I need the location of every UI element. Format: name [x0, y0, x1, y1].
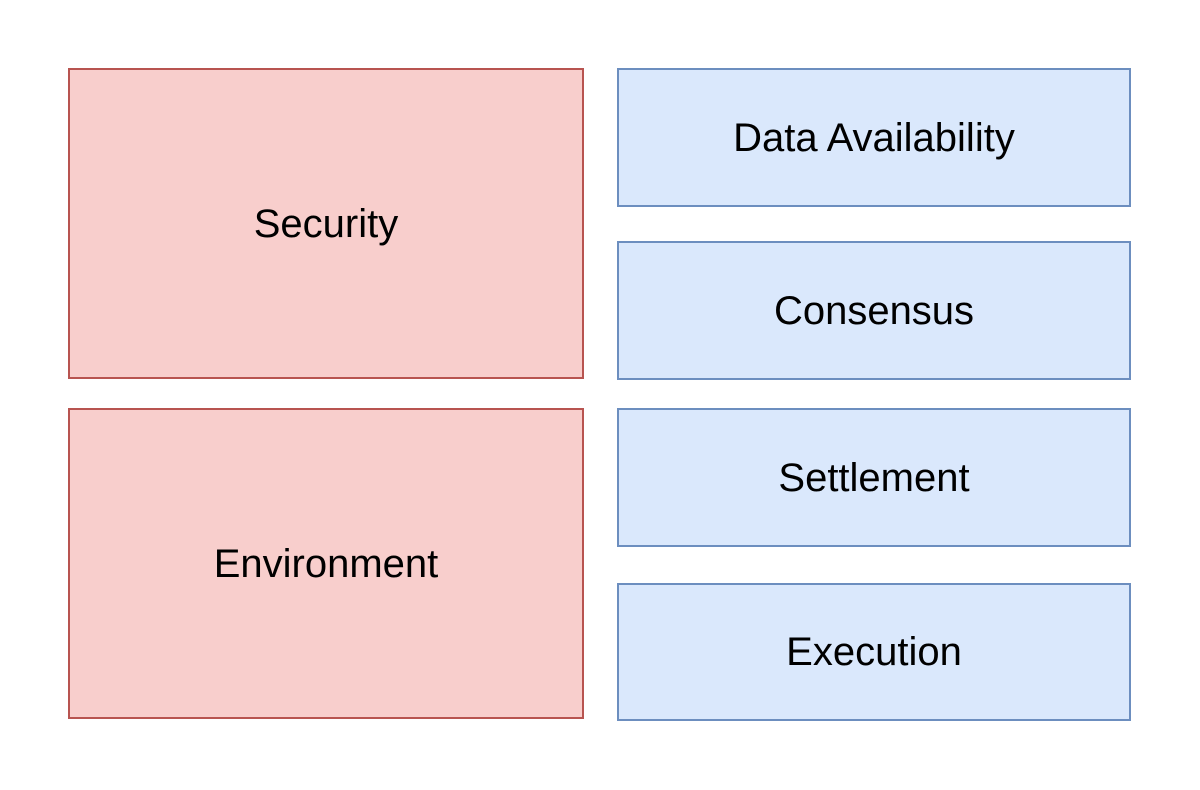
environment-label: Environment [213, 541, 439, 586]
security-label: Security [253, 201, 399, 246]
execution-box: Execution [617, 583, 1131, 721]
data-availability-label: Data Availability [733, 115, 1015, 160]
security-box: Security [68, 68, 584, 379]
settlement-box: Settlement [617, 408, 1131, 547]
settlement-label: Settlement [778, 455, 970, 500]
consensus-label: Consensus [773, 288, 975, 333]
consensus-box: Consensus [617, 241, 1131, 380]
environment-box: Environment [68, 408, 584, 719]
execution-label: Execution [786, 630, 962, 674]
data-availability-box: Data Availability [617, 68, 1131, 207]
